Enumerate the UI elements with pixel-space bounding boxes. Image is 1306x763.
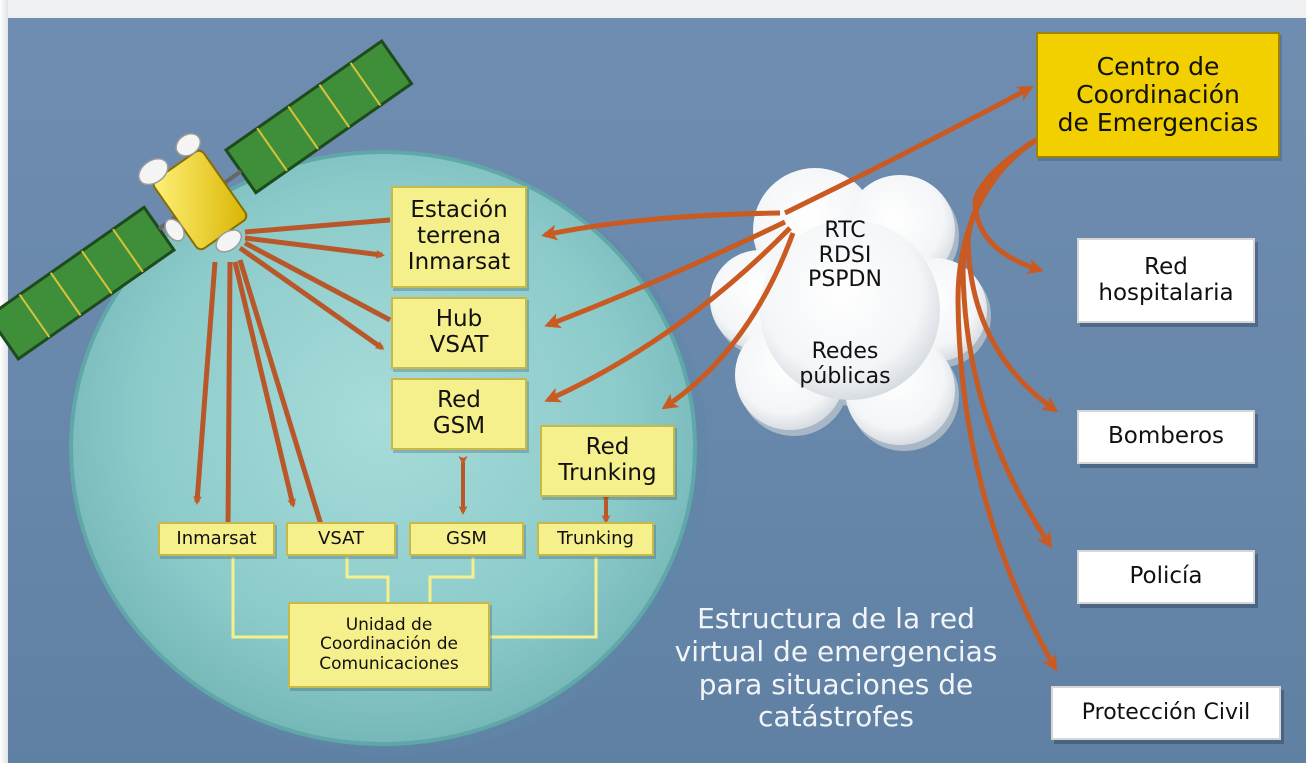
cloud-to-stations-links <box>541 210 796 410</box>
terminal-inmarsat: Inmarsat <box>158 522 275 556</box>
page-edge <box>0 0 8 763</box>
terminal-trunking: Trunking <box>537 522 654 556</box>
satellite <box>0 38 414 362</box>
red-trunking: Red Trunking <box>540 425 675 497</box>
cloud-public-networks-label: Redes públicas <box>799 339 891 389</box>
inmarsat-earth-station: Estación terrena Inmarsat <box>391 186 527 288</box>
cloud-to-center-link <box>783 85 1034 216</box>
service-firefighters: Bomberos <box>1077 410 1255 464</box>
center-to-services-links <box>955 135 1059 672</box>
service-police: Policía <box>1077 550 1255 604</box>
emergency-coordination-center: Centro de Coordinación de Emergencias <box>1036 32 1280 158</box>
diagram-caption: Estructura de la red virtual de emergenc… <box>674 602 998 734</box>
hub-vsat: Hub VSAT <box>391 297 527 369</box>
terminal-vsat: VSAT <box>286 522 396 556</box>
public-network-cloud <box>710 168 991 451</box>
red-gsm: Red GSM <box>391 378 527 450</box>
communications-coordination-unit: Unidad de Coordinación de Comunicaciones <box>288 602 490 688</box>
service-hospital-network: Red hospitalaria <box>1077 238 1255 323</box>
coordination-connectors <box>231 557 598 639</box>
cloud-networks-label: RTC RDSI PSPDN <box>808 218 882 293</box>
satellite-links <box>192 217 392 529</box>
service-civil-protection: Protección Civil <box>1051 686 1281 740</box>
internal-links <box>458 456 611 524</box>
terminal-gsm: GSM <box>409 522 524 556</box>
